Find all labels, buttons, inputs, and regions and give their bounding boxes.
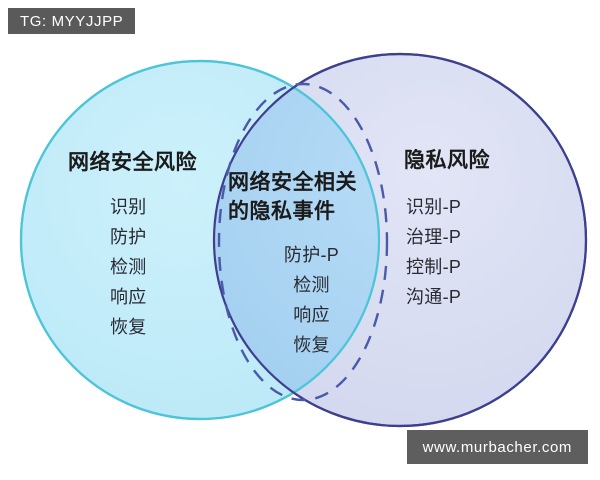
venn-set-left-title: 网络安全风险 bbox=[68, 151, 197, 174]
venn-set-intersection-item: 检测 bbox=[293, 275, 330, 295]
venn-set-intersection-item: 恢复 bbox=[293, 335, 330, 355]
venn-set-right-title: 隐私风险 bbox=[404, 149, 490, 172]
venn-set-intersection-title-line1: 网络安全相关 bbox=[228, 171, 357, 194]
venn-set-right-item: 控制-P bbox=[406, 257, 462, 277]
venn-set-right-item: 沟通-P bbox=[406, 287, 462, 307]
venn-set-right-item: 治理-P bbox=[406, 227, 462, 247]
venn-set-left-item: 响应 bbox=[110, 287, 147, 307]
venn-set-intersection-title-line2: 的隐私事件 bbox=[228, 200, 336, 223]
venn-set-left-item: 恢复 bbox=[110, 317, 147, 337]
venn-set-right: 隐私风险 识别-P 治理-P 控制-P 沟通-P bbox=[404, 148, 584, 312]
venn-circle-left-outline bbox=[19, 59, 381, 421]
venn-set-left-item: 检测 bbox=[110, 257, 147, 277]
venn-set-left-item: 防护 bbox=[110, 227, 147, 247]
venn-set-right-item: 识别-P bbox=[406, 197, 462, 217]
venn-set-intersection-item: 防护-P bbox=[283, 245, 340, 265]
venn-set-left-list: 识别 防护 检测 响应 恢复 bbox=[62, 192, 262, 342]
venn-set-left: 网络安全风险 识别 防护 检测 响应 恢复 bbox=[62, 150, 262, 342]
venn-circle-right-outline bbox=[212, 52, 588, 428]
venn-set-intersection-item: 响应 bbox=[293, 305, 330, 325]
venn-overlap-lens bbox=[214, 61, 379, 419]
intersection-dashed-ellipse bbox=[217, 82, 389, 402]
venn-set-intersection: 网络安全相关 的隐私事件 防护-P 检测 响应 恢复 bbox=[222, 168, 387, 360]
venn-set-left-item: 识别 bbox=[110, 197, 147, 217]
site-watermark: www.murbacher.com bbox=[406, 430, 588, 464]
telegram-handle-badge: TG: MYYJJPP bbox=[8, 8, 136, 34]
venn-set-intersection-list: 防护-P 检测 响应 恢复 bbox=[222, 240, 387, 360]
venn-set-right-list: 识别-P 治理-P 控制-P 沟通-P bbox=[404, 192, 584, 312]
